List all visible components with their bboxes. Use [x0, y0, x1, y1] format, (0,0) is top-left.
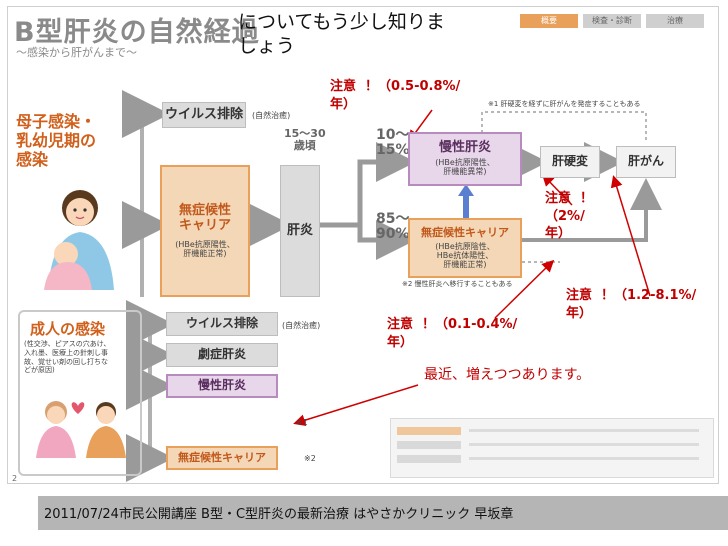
cancer-box: 肝がん — [616, 146, 676, 178]
arrow-hepatitis-chronic — [320, 142, 416, 228]
cirrhosis-box: 肝硬変 — [540, 146, 600, 178]
annotation-note3: 注意 ！（1.2-8.1%/ 年） — [566, 288, 697, 321]
upper-virus-clear-note: (自然治癒) — [252, 111, 291, 120]
mark-1: ※1 — [296, 418, 308, 427]
tab-treatment[interactable]: 治療 — [646, 14, 704, 28]
lower-virus-clear-box: ウイルス排除 — [166, 312, 278, 336]
page-subtitle: 〜感染から肝がんまで〜 — [16, 46, 137, 59]
pct-inactive: 85〜 90% — [376, 211, 410, 242]
chronic-sub: (HBe抗原陽性、 肝機能異常) — [435, 158, 495, 177]
footnote-2: ※2 慢性肝炎へ移行することもある — [402, 280, 513, 288]
lower-chronic-box: 慢性肝炎 — [166, 374, 278, 398]
lower-virus-clear-note: (自然治癒) — [282, 321, 321, 330]
red-arrow-note2 — [541, 173, 573, 206]
tab-exam[interactable]: 検査・診断 — [583, 14, 641, 28]
upper-carrier-box: 無症候性 キャリア (HBe抗原陽性、 肝機能正常) — [160, 165, 250, 297]
page-title: B型肝炎の自然経過 — [14, 17, 260, 48]
lower-group-frame — [18, 310, 142, 476]
upper-carrier-sub: (HBe抗原陽性、 肝機能正常) — [175, 239, 235, 258]
dashed-bypass — [481, 111, 647, 140]
fulminant-hepatitis-box: 劇症肝炎 — [166, 343, 278, 367]
title-overlay: についてもう少し知りま しょう — [238, 11, 445, 58]
slide-border — [7, 6, 719, 484]
annotation-note2: 注意 ！ （2%/ 年） — [545, 191, 594, 242]
tab-overview[interactable]: 概要 — [520, 14, 578, 28]
lower-group-sub: (性交渉、ピアスの穴あけ、 入れ墨、医療上の針刺し事 故、覚せい剤の回し打ちな … — [24, 340, 111, 375]
footnote-1: ※1 肝硬変を経ずに肝がんを発症することもある — [488, 100, 641, 108]
chronic-label: 慢性肝炎 — [438, 140, 491, 156]
red-arrow-recent — [293, 384, 419, 427]
couple-illustration — [36, 401, 126, 458]
footer-bar — [38, 496, 728, 530]
footer-text: 2011/07/24市民公開講座 B型・C型肝炎の最新治療 はやさかクリニック … — [44, 507, 514, 522]
lower-group-label: 成人の感染 — [30, 320, 106, 338]
inactive-carrier-box: 無症候性キャリア (HBe抗原陰性、 HBe抗体陽性、 肝機能正常) — [408, 218, 522, 278]
red-arrow-note3 — [610, 175, 651, 297]
chronic-hepatitis-box: 慢性肝炎 (HBe抗原陽性、 肝機能異常) — [408, 132, 522, 186]
annotation-note4: 注意 ！（0.1-0.4%/ 年） — [387, 317, 518, 350]
annotation-recent: 最近、増えつつあります。 — [424, 367, 591, 383]
upper-group-label: 母子感染・ 乳幼児期の 感染 — [16, 112, 97, 170]
age-note: 15〜30 歳頃 — [284, 127, 326, 153]
faded-table — [390, 418, 714, 478]
arrow-hepatitis-inactive — [357, 220, 416, 260]
mother-baby-illustration — [44, 190, 114, 290]
upper-virus-clear-box: ウイルス排除 — [162, 102, 246, 128]
hepatitis-box: 肝炎 — [280, 165, 320, 297]
upper-carrier-label: 無症候性 キャリア — [178, 202, 231, 233]
mark-2: ※2 — [304, 454, 316, 463]
red-arrow-note4 — [494, 259, 555, 319]
inactive-label: 無症候性キャリア — [421, 225, 509, 239]
lower-carrier-box: 無症候性キャリア — [166, 446, 278, 470]
arrow-inactive-cancer — [522, 178, 662, 242]
inactive-sub: (HBe抗原陰性、 HBe抗体陽性、 肝機能正常) — [435, 241, 495, 269]
pct-chronic: 10〜 15% — [376, 127, 410, 158]
page-number: 2 — [12, 474, 18, 483]
annotation-note1: 注意 ！（0.5-0.8%/ 年） — [330, 79, 461, 112]
